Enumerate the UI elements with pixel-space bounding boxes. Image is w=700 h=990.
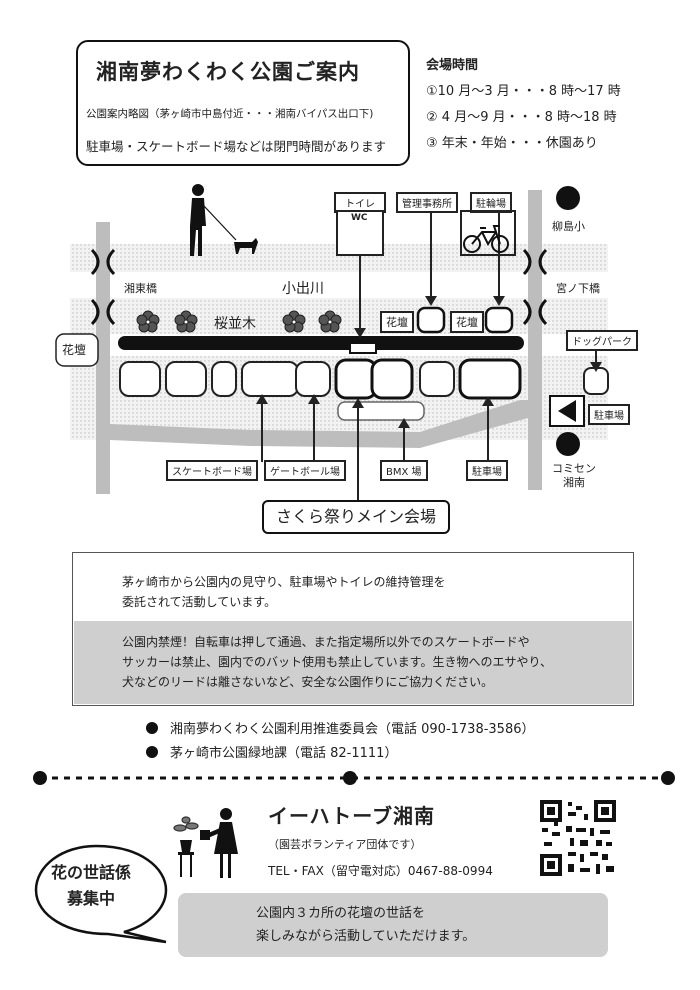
rules-text: 公園内禁煙！自転車は押して通過、また指定場所以外でのスケートボードや サッカーは… — [122, 632, 552, 692]
recruit-bubble — [34, 844, 168, 944]
org-tel: TEL・FAX（留守電対応）0467-88-0994 — [268, 864, 493, 878]
bmx-lot — [337, 401, 425, 421]
community-center-label: コミセン 湘南 — [552, 462, 596, 489]
park-map — [55, 184, 609, 500]
bridge-left-mark — [90, 298, 116, 326]
hours-item: ② 4 月～9 月・・・8 時～18 時 — [426, 110, 617, 125]
gateball-lot — [295, 361, 331, 397]
main-venue-label: さくら祭りメイン会場 — [262, 500, 450, 534]
road-right — [528, 190, 542, 490]
recruit-line: 花の世話係 — [50, 863, 131, 882]
dogpark-label: ドッグパーク — [566, 330, 638, 351]
lot — [119, 361, 161, 397]
office-label: 管理事務所 — [396, 192, 458, 213]
hours-heading: 会場時間 — [426, 58, 479, 73]
flowerbed-label: 花壇 — [450, 311, 484, 333]
river-label: 小出川 — [282, 281, 324, 297]
title-box — [76, 40, 410, 166]
bridge-right-mark — [522, 298, 548, 326]
bicycle-icon-box — [460, 210, 516, 256]
skate-lot — [241, 361, 299, 397]
main-venue-marker — [349, 342, 377, 354]
map-subtitle: 公園案内略図（茅ヶ崎市中島付近・・・湘南バイパス出口下) — [86, 108, 374, 120]
recruit-message-box — [178, 893, 608, 957]
rules-box — [74, 621, 632, 704]
main-lot — [334, 358, 378, 400]
info-line: 茅ヶ崎市から公園内の見守り、駐車場やトイレの維持管理を — [122, 575, 446, 589]
road-left — [96, 222, 110, 494]
bullet-icon — [146, 746, 158, 758]
parking-bottom-label: 駐車場 — [466, 460, 508, 481]
gardener-icon — [173, 808, 238, 878]
bridge-right-label: 宮ノ下橋 — [556, 282, 600, 295]
contact-item: 茅ヶ崎市公園緑地課（電話 82-1111） — [170, 746, 398, 761]
org-name: イーハトーブ湘南 — [268, 804, 435, 828]
sakura-flower-icon — [136, 310, 342, 333]
page-title: 湘南夢わくわく公園ご案内 — [96, 60, 360, 84]
hours-item: ③ 年末・年始・・・休園あり — [426, 136, 598, 151]
rules-line: 犬などのリードは離さないなど、安全な公園作りにご協力ください。 — [122, 675, 494, 689]
recruit-text: 花の世話係 募集中 — [36, 860, 146, 912]
recruit-message-line: 公園内３カ所の花壇の世話を — [256, 906, 426, 921]
rules-line: 公園内禁煙！自転車は押して通過、また指定場所以外でのスケートボードや — [122, 635, 530, 649]
info-text: 茅ヶ崎市から公園内の見守り、駐車場やトイレの維持管理を 委託されて活動しています… — [122, 572, 446, 612]
wc-icon: WC — [351, 213, 368, 223]
bullet-icon — [146, 722, 158, 734]
office-marker — [416, 306, 446, 334]
school-dot — [556, 186, 580, 210]
info-box — [72, 552, 634, 706]
toilet-icon-box — [336, 210, 384, 256]
gateball-label: ゲートボール場 — [264, 460, 346, 481]
bridge-right-mark — [522, 248, 548, 276]
bicycle-marker — [484, 306, 514, 334]
contact-item: 湘南夢わくわく公園利用推進委員会（電話 090-1738-3586） — [170, 722, 535, 737]
school-label: 柳島小 — [552, 220, 585, 233]
recruit-message-line: 楽しみながら活動していただけます。 — [256, 929, 476, 944]
bicycle-icon — [463, 225, 509, 253]
lot — [211, 361, 237, 397]
road-bottom — [110, 400, 528, 448]
arrow-left-icon — [558, 400, 576, 422]
lot — [419, 361, 455, 397]
rules-line: サッカーは禁止、園内でのバット使用も禁止しています。生き物へのエサやり、 — [122, 655, 552, 669]
qr-code-icon[interactable] — [540, 800, 616, 876]
hours-item: ①10 月～3 月・・・8 時～17 時 — [426, 84, 621, 99]
flowerbed-left — [55, 333, 99, 367]
parking-label: 駐車場 — [588, 404, 630, 425]
recruit-message: 公園内３カ所の花壇の世話を 楽しみながら活動していただけます。 — [256, 902, 475, 948]
bicycle-label: 駐輪場 — [470, 192, 512, 213]
info-line: 委託されて活動しています。 — [122, 595, 277, 609]
flowerbed-label: 花壇 — [62, 343, 87, 357]
bridge-left-label: 湘東橋 — [124, 282, 157, 295]
skate-label: スケートボード場 — [166, 460, 258, 481]
flowerbed-label: 花壇 — [380, 311, 414, 333]
dog-walker-icon — [190, 184, 258, 256]
parking-lot — [458, 358, 522, 400]
bmx-label: BMX 場 — [380, 460, 428, 481]
lot — [165, 361, 207, 397]
closing-note: 駐車場・スケートボード場などは閉門時間があります — [86, 139, 387, 154]
sakura-label: 桜並木 — [214, 316, 256, 332]
bridge-left-mark — [90, 248, 116, 276]
sakura-path — [118, 336, 524, 350]
center-dot — [556, 432, 580, 456]
org-desc: （園芸ボランティア団体です） — [268, 838, 422, 851]
recruit-line: 募集中 — [66, 889, 115, 908]
main-lot — [370, 358, 414, 400]
dotted-divider — [33, 771, 675, 785]
